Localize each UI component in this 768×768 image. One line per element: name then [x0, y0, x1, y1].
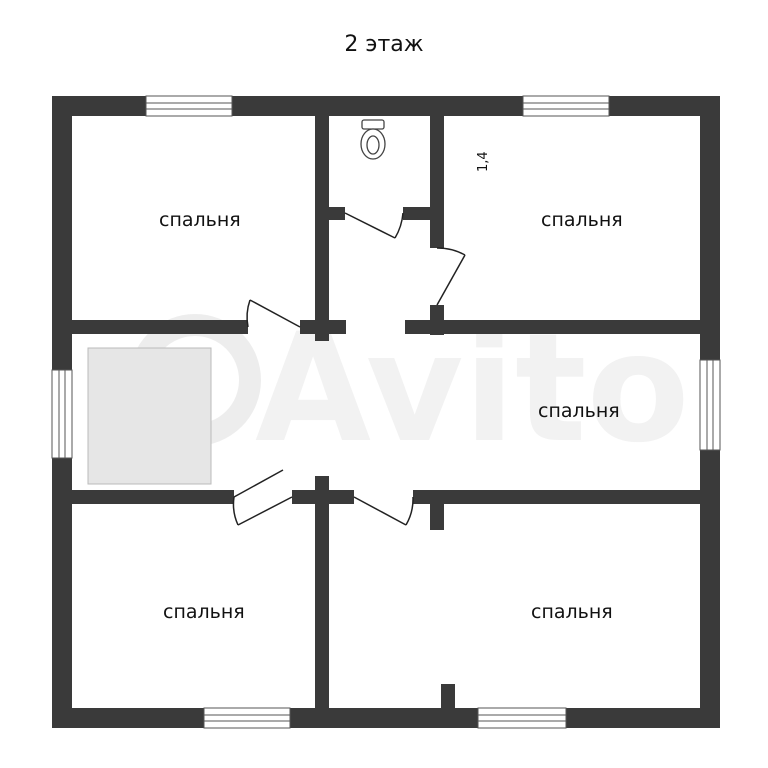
door-bottom-right-bedroom [353, 496, 414, 526]
room-label-bottom-left: спальня [163, 601, 245, 623]
room-label-middle-right: спальня [538, 400, 620, 422]
window-left [51, 369, 73, 459]
room-label-top-left: спальня [159, 209, 241, 231]
door-top-left-bedroom [246, 299, 301, 328]
door-top-right-bedroom [436, 247, 466, 306]
window-bottom-left [203, 707, 291, 729]
interior-walls [72, 116, 700, 708]
window-top-right [522, 95, 610, 117]
dimension-label: 1,4 [476, 151, 491, 172]
window-bottom-right [477, 707, 567, 729]
door-bottom-left-bedroom [232, 469, 293, 526]
room-label-top-right: спальня [541, 209, 623, 231]
toilet-icon [360, 119, 386, 160]
room-label-bottom-right: спальня [531, 601, 613, 623]
window-top-left [145, 95, 233, 117]
door-wc [344, 212, 404, 239]
window-right [699, 359, 721, 451]
doors [232, 212, 466, 526]
floor-title: 2 этаж [344, 32, 424, 57]
windows [51, 95, 721, 729]
stair-opening [87, 347, 212, 485]
